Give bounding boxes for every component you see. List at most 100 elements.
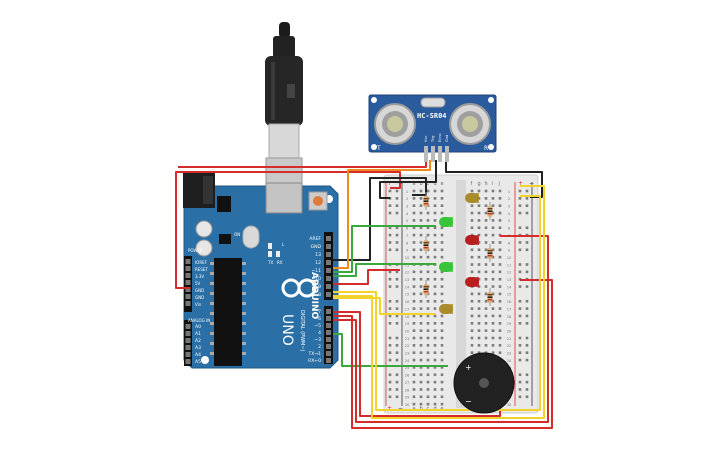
bb-row-label-right-1: 1 (508, 190, 510, 194)
header-pin (185, 324, 191, 329)
bb-col-top-i: i (492, 181, 493, 187)
header-pin (326, 252, 331, 257)
bb-row-label-left-6: 6 (406, 227, 409, 231)
bb-row-label-right-17: 17 (507, 307, 512, 311)
bb-row-label-left-26: 26 (405, 374, 410, 378)
header-pin (326, 244, 331, 249)
digital-pin-label-bottom-3: 4 (318, 330, 321, 336)
digital-pin-label-top-3: 12 (315, 260, 321, 266)
sensor-r-label: R (484, 145, 488, 152)
header-pin (185, 359, 191, 364)
power-pin-label-4: GND (195, 288, 204, 293)
bb-col-top-g: g (478, 181, 481, 187)
buzzer-plus-label: + (465, 363, 472, 372)
analog-pin-label-a5: A5 (195, 359, 201, 365)
l-label: L (282, 242, 285, 247)
bb-row-label-right-11: 11 (507, 263, 512, 267)
digital-pin-label-bottom-4: ~3 (314, 337, 321, 343)
bb-row-label-left-17: 17 (405, 307, 410, 311)
header-pin (185, 301, 191, 306)
power-pin-label-1: RESET (195, 267, 208, 272)
bb-col-top-c: c (427, 181, 430, 187)
tx-label: TX (267, 260, 273, 265)
bb-row-label-left-8: 8 (406, 241, 409, 245)
sensor-model-label: HC-SR04 (417, 112, 447, 120)
wire-green-buzzer (333, 333, 448, 367)
bb-col-top-f: f (471, 181, 473, 187)
wire-red-buzzer (333, 311, 501, 417)
resistor-2 (423, 236, 429, 254)
header-pin (326, 316, 331, 321)
bb-row-label-right-10: 10 (507, 256, 512, 260)
wire-yellow-3 (333, 185, 545, 419)
bb-row-label-right-13: 13 (507, 278, 512, 282)
wire-red-pin9-a (333, 279, 553, 429)
bb-row-label-left-30: 30 (405, 403, 410, 407)
header-pin (326, 351, 331, 356)
usb-cable (265, 22, 303, 189)
bb-row-label-right-4: 4 (508, 212, 511, 216)
bb-row-label-right-3: 3 (508, 205, 510, 209)
resistor-3 (423, 280, 429, 298)
wire-green-2 (333, 263, 436, 277)
power-pin-label-5: GND (195, 295, 204, 300)
bb-row-label-left-7: 7 (406, 234, 408, 238)
power-pin-label-6: Vin (195, 302, 202, 307)
bb-row-label-left-29: 29 (405, 396, 410, 400)
bb-rail-plus-left: + (387, 180, 392, 187)
header-pin (185, 259, 191, 264)
digital-pin-label-top-7: 8 (318, 292, 321, 298)
bb-row-label-right-30: 30 (507, 403, 512, 407)
header-pin (326, 236, 331, 241)
header-pin (185, 345, 191, 350)
bb-row-label-right-18: 18 (507, 315, 512, 319)
digital-pin-label-bottom-6: TX→1 (308, 351, 322, 357)
bb-row-label-right-14: 14 (507, 285, 512, 289)
wire-black-gnd-1 (333, 177, 427, 261)
bb-row-label-right-24: 24 (507, 359, 512, 363)
analog-header-label: ANALOG IN (188, 318, 210, 323)
bb-rail-minus-bottom-left: − (398, 405, 403, 412)
bb-row-label-right-23: 23 (507, 352, 512, 356)
power-header-label: POWER (188, 248, 203, 253)
bb-row-label-left-4: 4 (406, 212, 409, 216)
digital-pin-label-bottom-7: RX←0 (308, 358, 321, 364)
bb-row-label-right-8: 8 (508, 241, 511, 245)
header-pin (326, 276, 331, 281)
digital-pin-label-top-1: GND (311, 244, 322, 250)
header-pin (326, 260, 331, 265)
bb-row-label-right-12: 12 (507, 271, 512, 275)
digital-pin-label-top-0: AREF (309, 236, 321, 242)
wire-red-sensor-vcc (178, 160, 427, 168)
bb-row-label-right-21: 21 (507, 337, 512, 341)
bb-rail-plus-right: + (518, 180, 523, 187)
led-yellow-top (465, 193, 479, 203)
bb-row-label-right-15: 15 (507, 293, 512, 297)
led-green-2 (439, 262, 453, 272)
digital-pin-label-bottom-1: ~6 (314, 316, 321, 322)
sensor-pin-label-trig: Trig (431, 136, 435, 143)
bb-rail-plus-bottom-left: + (387, 405, 392, 412)
analog-pin-label-a4: A4 (195, 352, 201, 358)
bb-row-label-left-15: 15 (405, 293, 410, 297)
power-pin-label-0: IOREF (195, 260, 208, 265)
header-pin (326, 268, 331, 273)
led-red-2 (465, 277, 479, 287)
bb-rail-minus-right: − (529, 180, 534, 187)
bb-row-label-right-6: 6 (508, 227, 511, 231)
bb-row-label-left-19: 19 (405, 322, 410, 326)
bb-row-label-left-22: 22 (405, 344, 410, 348)
bb-row-label-left-27: 27 (405, 381, 410, 385)
bb-row-label-left-20: 20 (405, 329, 410, 333)
on-label: ON (234, 232, 240, 237)
analog-pin-label-a3: A3 (195, 345, 201, 351)
wires (175, 160, 553, 429)
sensor-pin-label-vcc: Vcc (424, 136, 428, 142)
header-pin (185, 287, 191, 292)
arduino-model: UNO (279, 314, 295, 346)
resistors (423, 192, 493, 306)
bb-row-label-left-12: 12 (405, 271, 410, 275)
bb-row-label-left-2: 2 (406, 197, 408, 201)
